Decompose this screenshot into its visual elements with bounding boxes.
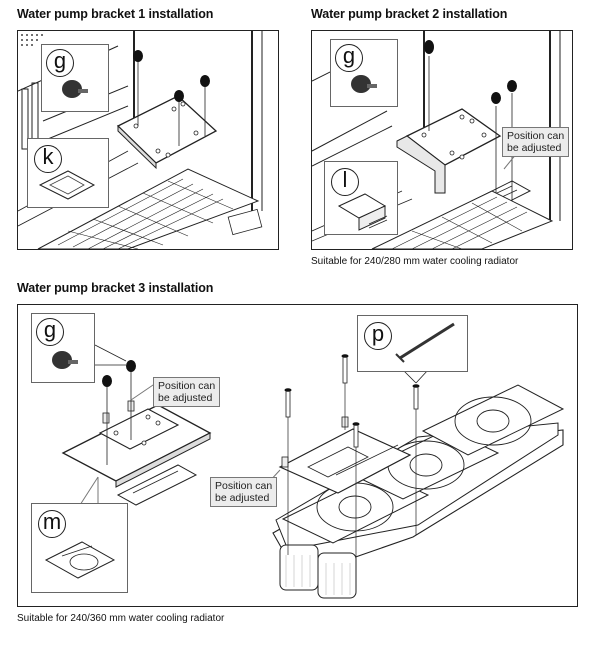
position-adjustable-callout: Position can be adjusted (153, 377, 221, 407)
section-title-bracket-1: Water pump bracket 1 installation (17, 7, 214, 21)
long-screw-icon (395, 322, 455, 363)
callout-line: be adjusted (158, 392, 213, 404)
thumbscrew-icon (126, 360, 136, 440)
diagram-bracket-3: g m p Position can be adjusted Position … (17, 304, 578, 607)
case-interior-drawing (18, 31, 263, 249)
part-label-p: p (364, 322, 392, 350)
bracket-3-drawing (61, 344, 565, 599)
thumbscrew-icon (133, 50, 143, 126)
callout-line: Position can (215, 480, 273, 492)
position-adjustable-callout: Position can be adjusted (502, 127, 570, 157)
part-m-inset: m (31, 503, 128, 593)
thumbscrew-icon (102, 375, 112, 465)
part-k-inset: k (27, 138, 109, 208)
bracket-l-drawing (337, 193, 388, 231)
bracket-3-caption: Suitable for 240/360 mm water cooling ra… (17, 613, 225, 624)
long-screw-icon (352, 422, 360, 575)
diagram-bracket-2: g l Position can be adjusted (311, 30, 573, 250)
callout-line: be adjusted (215, 492, 270, 504)
case-interior-drawing (312, 31, 561, 249)
fan-icon (421, 384, 565, 456)
long-screw-icon (412, 384, 420, 535)
thumbscrew-icon (62, 80, 88, 98)
long-screw-icon (341, 354, 349, 430)
part-g-inset: g (41, 44, 109, 112)
bracket-k-drawing (38, 170, 96, 200)
thumbscrew-icon (424, 40, 434, 131)
position-adjustable-callout: Position can be adjusted (210, 477, 278, 507)
part-label-k: k (34, 145, 62, 173)
part-label-g: g (46, 49, 74, 77)
callout-line: be adjusted (507, 142, 562, 154)
part-label-m: m (38, 510, 66, 538)
part-label-g: g (335, 44, 363, 72)
callout-line: Position can (158, 380, 216, 392)
diagram-bracket-1: g k (17, 30, 279, 250)
thumbscrew-icon (52, 351, 78, 369)
long-screw-icon (284, 388, 292, 555)
part-label-l: l (331, 168, 359, 196)
part-g-inset: g (31, 313, 95, 383)
thumbscrew-icon (174, 90, 184, 146)
thumbscrew-icon (200, 75, 210, 136)
part-l-inset: l (324, 161, 398, 235)
part-p-inset: p (357, 315, 468, 372)
part-label-g: g (36, 318, 64, 346)
callout-line: Position can (507, 130, 565, 142)
part-g-inset: g (330, 39, 398, 107)
radiator-drawing (272, 384, 565, 599)
bracket-2-caption: Suitable for 240/280 mm water cooling ra… (311, 256, 519, 267)
thumbscrew-icon (351, 75, 377, 93)
section-title-bracket-3: Water pump bracket 3 installation (17, 281, 214, 295)
bracket-m-drawing (44, 541, 116, 579)
section-title-bracket-2: Water pump bracket 2 installation (311, 7, 508, 21)
